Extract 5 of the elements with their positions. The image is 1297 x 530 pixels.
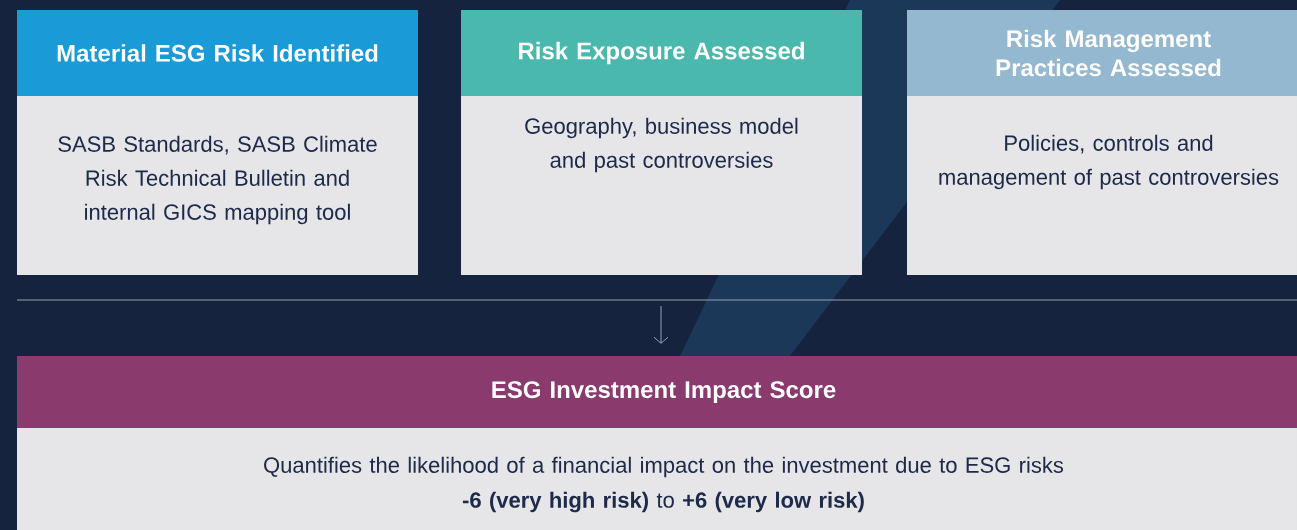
process-box: ESG Investment Impact Score Quantifies the likelihood of a financial impact on the investment due to ESG risks -6 (very high risk) to +6 (very low risk) xyxy=(17,356,1297,530)
arrow xyxy=(653,305,669,344)
process-box: Material ESG Risk Identified SASB Standards, SASB Climate Risk Technical Bulletin and internal GICS mapping tool xyxy=(17,10,418,275)
process-box: Risk Exposure Assessed Geography, business model and past controversies xyxy=(461,10,862,275)
process-box: Risk Management Practices Assessed Policies, controls and management of past controversies xyxy=(907,10,1297,275)
